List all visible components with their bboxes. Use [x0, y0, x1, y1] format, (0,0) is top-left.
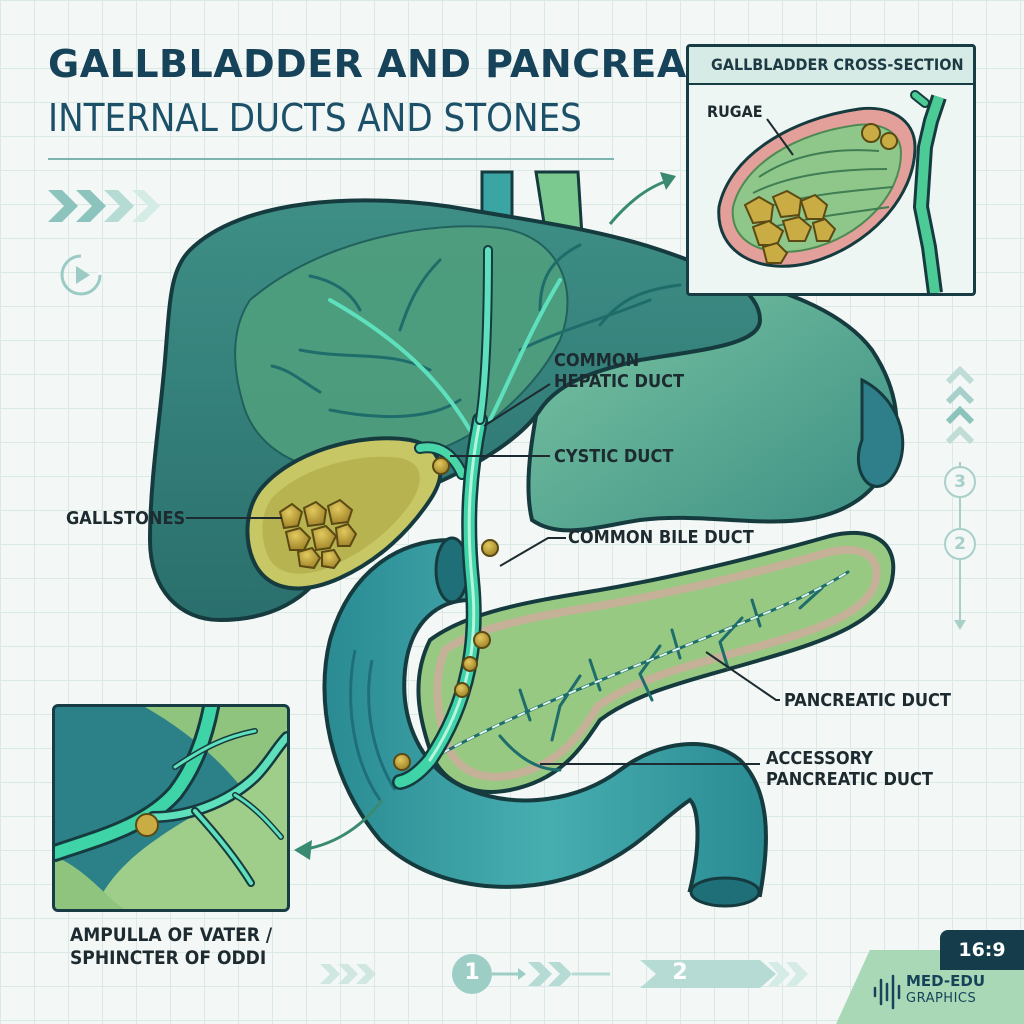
label-common-hepatic-duct: COMMON HEPATIC DUCT [554, 350, 685, 393]
page-subtitle: INTERNAL DUCTS AND STONES [48, 96, 582, 140]
ampulla-drawing [55, 707, 287, 909]
label-rugae: RUGAE [707, 102, 763, 121]
aspect-ratio-badge: 16:9 [940, 930, 1024, 970]
label-pancreatic-duct: PANCREATIC DUCT [784, 690, 951, 711]
label-accessory-pancreatic-duct: ACCESSORY PANCREATIC DUCT [766, 748, 933, 791]
step-1-circle [452, 954, 492, 994]
page-title: GALLBLADDER AND PANCREAS: [48, 42, 731, 86]
arrow-to-cross-section [608, 178, 671, 225]
side-chevron-up-icon [945, 365, 975, 445]
cross-section-drawing [717, 90, 947, 293]
ampulla-inset [52, 704, 290, 912]
title-divider [48, 158, 614, 160]
cross-section-inset: GALLBLADDER CROSS-SECTION RUGAE [686, 44, 976, 296]
step-2-label: 2 [672, 960, 688, 985]
duct-stones [393, 457, 499, 771]
cross-section-title: GALLBLADDER CROSS-SECTION [711, 55, 964, 74]
label-common-bile-duct: COMMON BILE DUCT [568, 527, 754, 548]
play-circle-icon[interactable] [58, 252, 104, 298]
down-arrow-icon [954, 620, 966, 630]
footer-progress [320, 954, 808, 994]
brand-sub: GRAPHICS [906, 991, 977, 1006]
inset-header-bar [689, 47, 973, 85]
side-step-2: 2 [944, 528, 976, 560]
step-1-label: 1 [464, 960, 480, 985]
label-gallstones: GALLSTONES [66, 508, 186, 529]
callout-lines [186, 383, 780, 765]
pancreas [416, 530, 896, 794]
label-ampulla-of-vater: AMPULLA OF VATER / SPHINCTER OF ODDI [70, 924, 273, 969]
brand-name: MED-EDU [906, 972, 986, 990]
label-cystic-duct: CYSTIC DUCT [554, 446, 674, 467]
gallstones-cluster [278, 498, 358, 570]
chevron-right-icon [48, 190, 160, 222]
waveform-icon [873, 974, 901, 1010]
bile-ducts [392, 245, 493, 790]
side-step-3: 3 [944, 466, 976, 498]
